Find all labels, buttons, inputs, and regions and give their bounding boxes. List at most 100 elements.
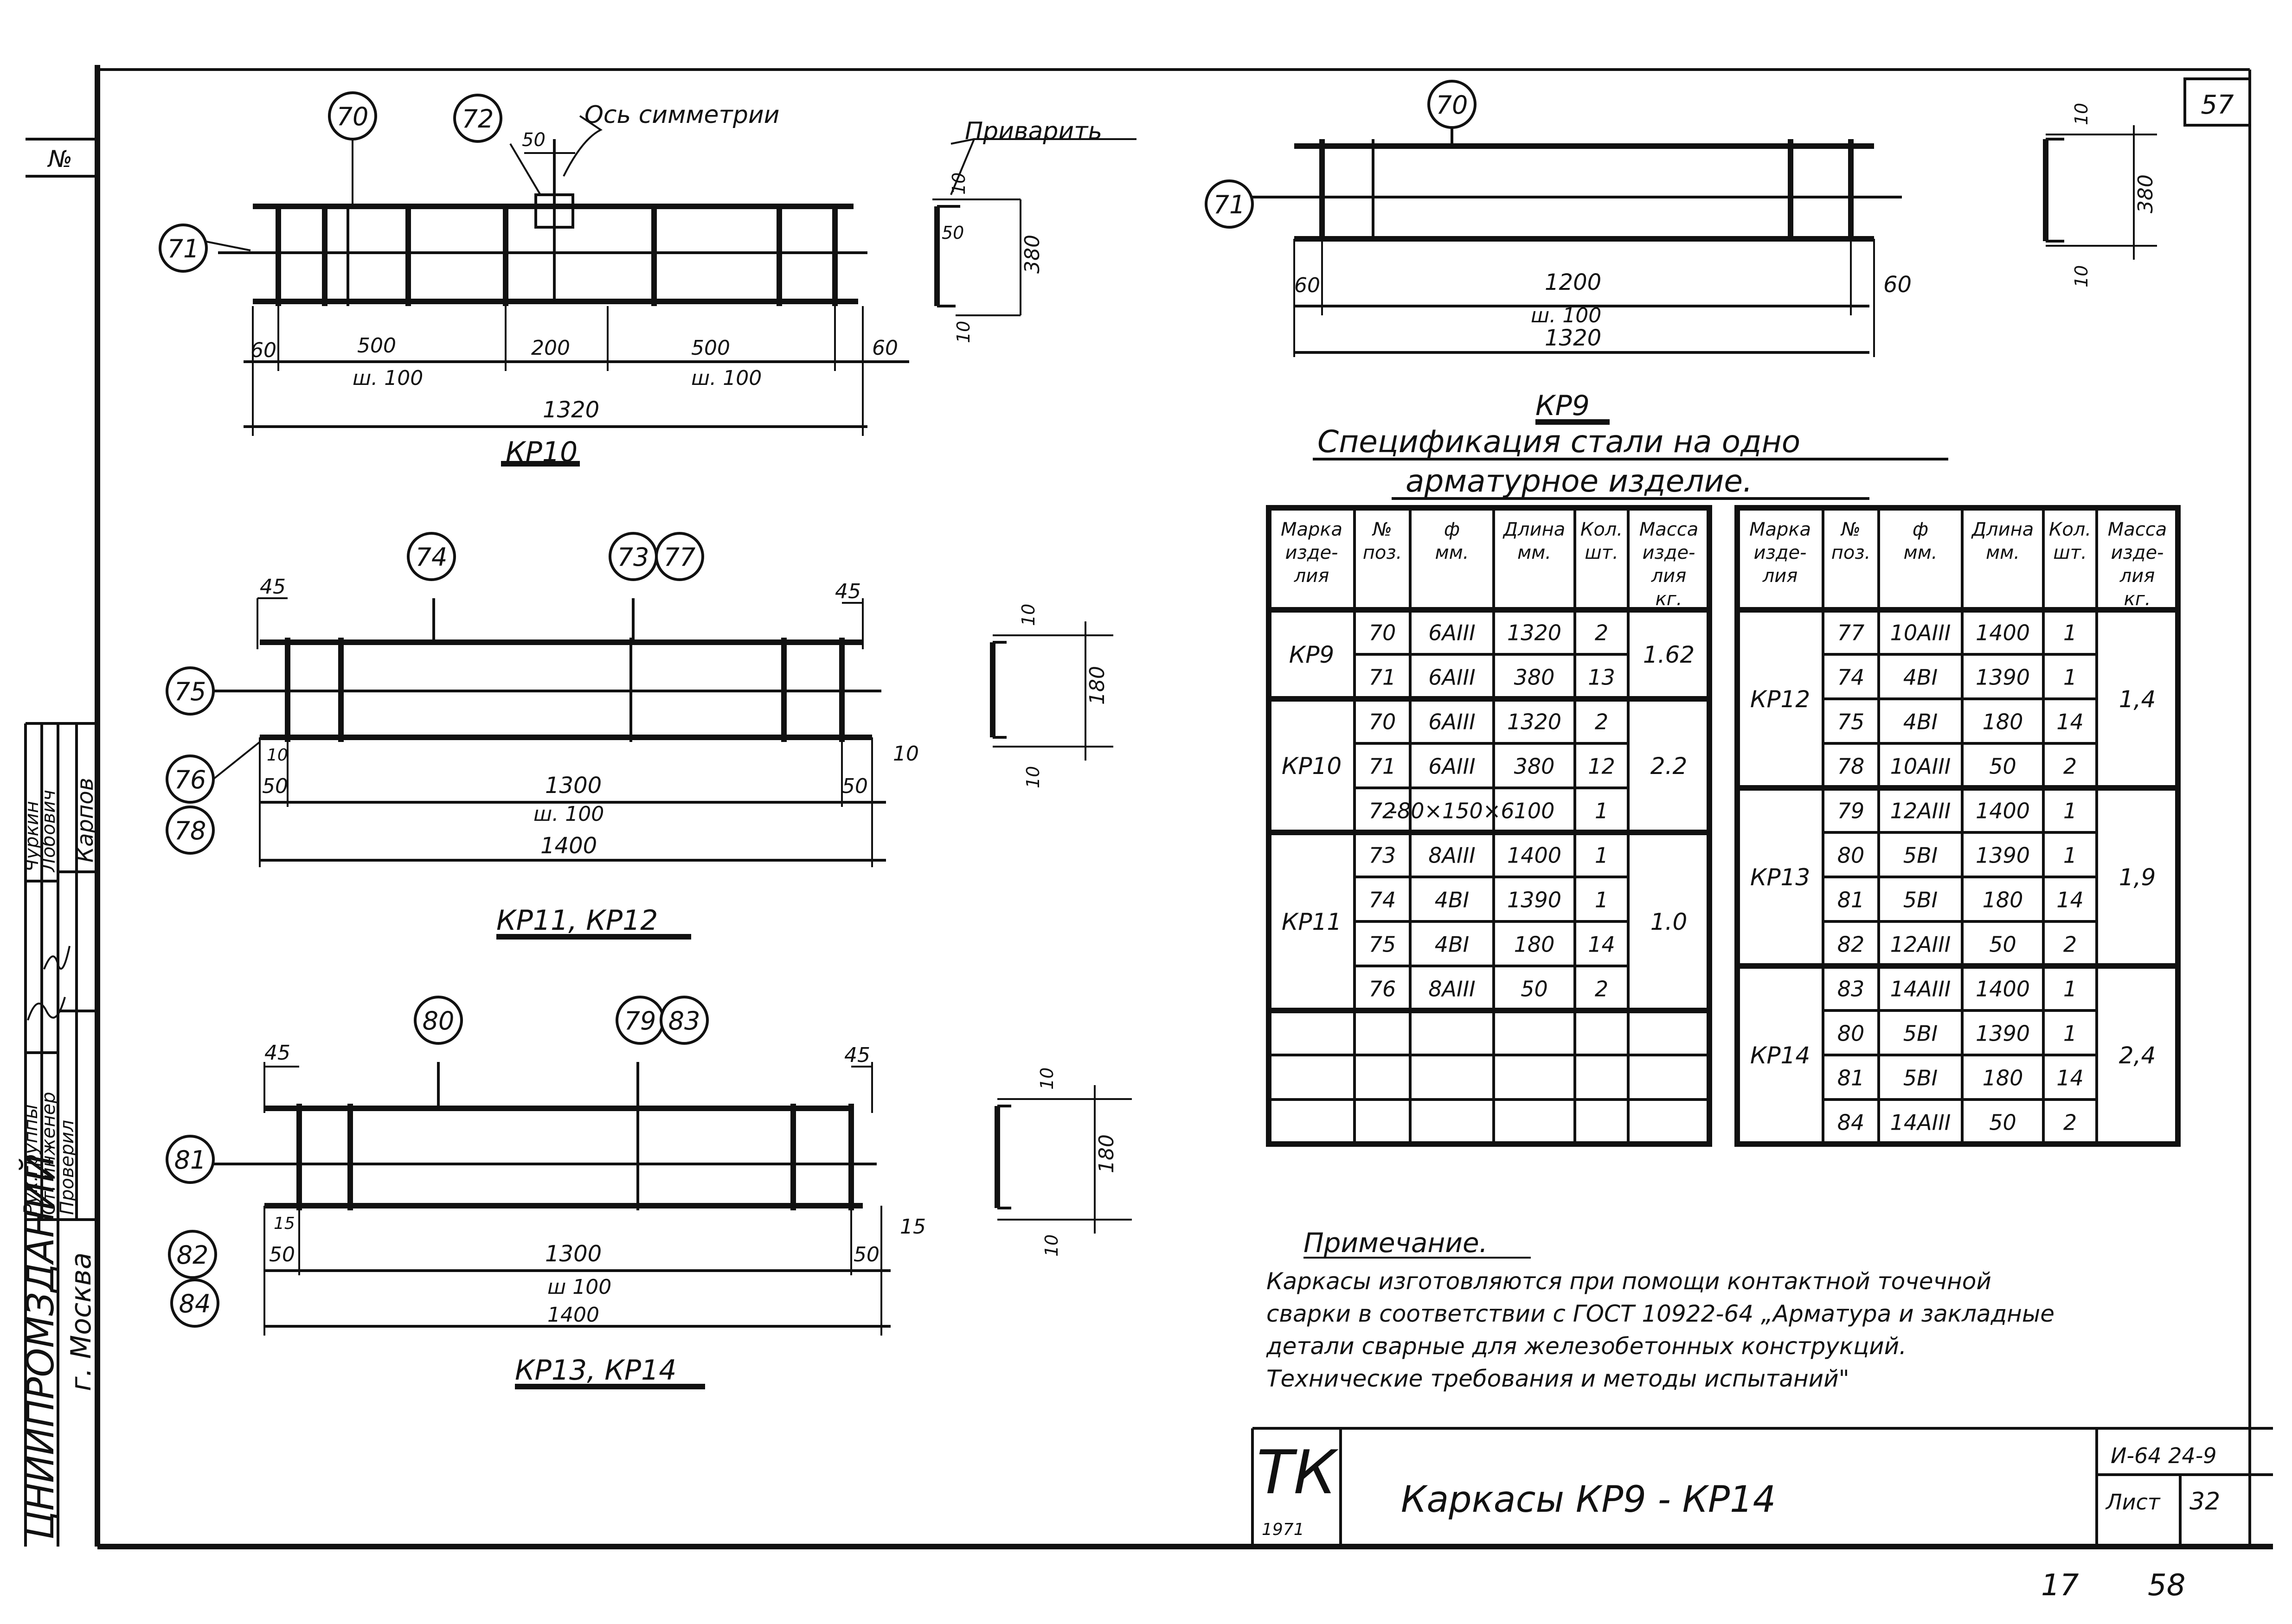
spec-right-cell: 75 <box>1837 709 1865 734</box>
spec-left-cell: 76 <box>1369 976 1396 1001</box>
sheet-number: 57 <box>2201 90 2234 120</box>
title-block <box>1251 1427 2273 1547</box>
spec-left-mark: КР9 <box>1289 641 1334 668</box>
sheet-frame <box>26 65 2273 1549</box>
spec-right-header-3-part-0: Длина <box>1971 519 2034 540</box>
spec-right-cell: 2 <box>2063 932 2077 957</box>
spec-right-cell: 1 <box>2063 665 2077 690</box>
spec-title-2: арматурное изделие. <box>1406 463 1753 499</box>
stamp-name-1: Чуркин <box>21 801 43 872</box>
spec-right-mass: 1,9 <box>2119 864 2156 891</box>
spec-left-cell: 100 <box>1514 798 1555 823</box>
spec-right-cell: 1 <box>2063 620 2077 645</box>
spec-right-cell: 180 <box>1983 887 2023 912</box>
spec-left-mass: 2.2 <box>1650 753 1688 780</box>
kr9-section-b: 10 <box>2071 265 2092 288</box>
callout-84 <box>170 1279 219 1328</box>
kr10-section-h: 380 <box>1021 235 1044 274</box>
callout-79-text: 79 <box>624 1006 656 1036</box>
spec-right-mass: 1,4 <box>2119 686 2156 713</box>
spec-right-cell: 1400 <box>1976 976 2030 1001</box>
kr1112-dim-1300: 1300 <box>545 773 602 799</box>
spec-right-cell: 1390 <box>1976 665 2030 690</box>
spec-left-cell: 6AIII <box>1428 754 1475 779</box>
kr1112-dim-50-left: 50 <box>262 774 288 798</box>
spec-left-mass: 1.0 <box>1650 908 1688 935</box>
kr10-dim-500-right: 500 <box>691 336 730 360</box>
stamp-role-1: Рук.группы <box>20 1104 42 1215</box>
spec-right-cell: 14AIII <box>1890 1110 1951 1135</box>
spec-left-cell: 380 <box>1514 754 1555 779</box>
kr10-step-left: ш. 100 <box>353 366 423 390</box>
spec-left-cell: 2 <box>1595 709 1608 734</box>
weld-note: Приварить <box>965 117 1102 145</box>
kr1314-dim-15-right: 15 <box>900 1215 926 1239</box>
callout-78 <box>166 806 215 855</box>
spec-left-cell: 4BI <box>1435 932 1469 957</box>
kr10-total: 1320 <box>543 397 599 423</box>
number-label: № <box>47 146 72 173</box>
spec-right-cell: 1 <box>2063 798 2077 823</box>
kr10-step-right: ш. 100 <box>691 366 762 390</box>
spec-left-cell: 12 <box>1588 754 1615 779</box>
stamp-role-2: Ст. инженер <box>38 1092 59 1215</box>
callout-78-text: 78 <box>174 816 206 845</box>
spec-right-cell: 1 <box>2063 976 2077 1001</box>
spec-right-header-5-part-2: лия <box>2119 565 2155 587</box>
spec-left-header-2-part-0: ф <box>1444 519 1460 540</box>
callout-72-text: 72 <box>462 104 494 134</box>
callout-72 <box>453 94 502 143</box>
note-line-1: Каркасы изготовляются при помощи контакт… <box>1266 1268 1991 1295</box>
spec-right-header-3-part-1: мм. <box>1986 542 2020 563</box>
spec-right-cell: 2 <box>2063 1110 2077 1135</box>
kr10-section <box>932 138 1136 316</box>
note-line-2: сварки в соответствии с ГОСТ 10922-64 „А… <box>1266 1300 2054 1327</box>
spec-right-header-4-part-1: шт. <box>2053 542 2087 563</box>
spec-left-cell: 8AIII <box>1428 843 1475 868</box>
stamp-city: г. Москва <box>65 1252 97 1391</box>
kr1112-section-b: 10 <box>1023 766 1043 788</box>
spec-left-cell: 71 <box>1369 665 1396 690</box>
kr9-section-a: 10 <box>2071 103 2092 125</box>
spec-right-cell: 79 <box>1837 798 1865 823</box>
kr9-section <box>2043 125 2157 260</box>
spec-left-cell: 1 <box>1595 798 1608 823</box>
kr9-dim-1200: 1200 <box>1545 269 1601 295</box>
kr10-dim-500-left: 500 <box>357 334 396 358</box>
kr10-section-a: 10 <box>949 173 969 195</box>
callout-81 <box>166 1135 215 1184</box>
kr1314-step: ш 100 <box>547 1275 611 1299</box>
axis-symmetry-note: Ось симметрии <box>584 101 779 129</box>
spec-left-header-0-part-1: изде- <box>1285 542 1338 563</box>
spec-right-cell: 82 <box>1837 932 1865 957</box>
kr1112-drawing <box>186 597 886 940</box>
note-line-4: Технические требования и методы испытани… <box>1266 1365 1849 1392</box>
spec-left-header-5-part-1: изде- <box>1643 542 1695 563</box>
callout-70-text: 70 <box>337 102 369 131</box>
spec-left-cell: 2 <box>1595 620 1608 645</box>
kr10-section-c: 10 <box>953 321 974 343</box>
spec-left-header-1-part-0: № <box>1372 519 1392 540</box>
kr1112-section <box>990 621 1113 761</box>
kr1314-drawing <box>206 1062 891 1389</box>
kr1314-section <box>995 1085 1132 1234</box>
spec-right-cell: 1 <box>2063 843 2077 868</box>
callout-70-kr9-text: 70 <box>1436 90 1468 120</box>
kr1314-total: 1400 <box>547 1303 599 1327</box>
spec-left-cell: 6AIII <box>1428 620 1475 645</box>
spec-left-cell: 13 <box>1588 665 1615 690</box>
spec-right-cell: 180 <box>1983 1065 2023 1090</box>
kr10-dim-200: 200 <box>531 336 570 360</box>
spec-right-cell: 14 <box>2056 709 2084 734</box>
callout-83-text: 83 <box>668 1006 700 1036</box>
spec-right-header-2-part-0: ф <box>1913 519 1928 540</box>
spec-right-cell: 5BI <box>1903 1065 1938 1090</box>
spec-right-cell: 14AIII <box>1890 976 1951 1001</box>
spec-left-header-4-part-0: Кол. <box>1580 519 1623 540</box>
spec-right-header-5-part-1: изде- <box>2111 542 2164 563</box>
spec-right-header-1-part-0: № <box>1840 519 1861 540</box>
callout-70-kr9 <box>1427 80 1477 129</box>
title-text: Каркасы КР9 - КР14 <box>1401 1479 1776 1521</box>
callout-71-kr9 <box>1205 179 1254 229</box>
